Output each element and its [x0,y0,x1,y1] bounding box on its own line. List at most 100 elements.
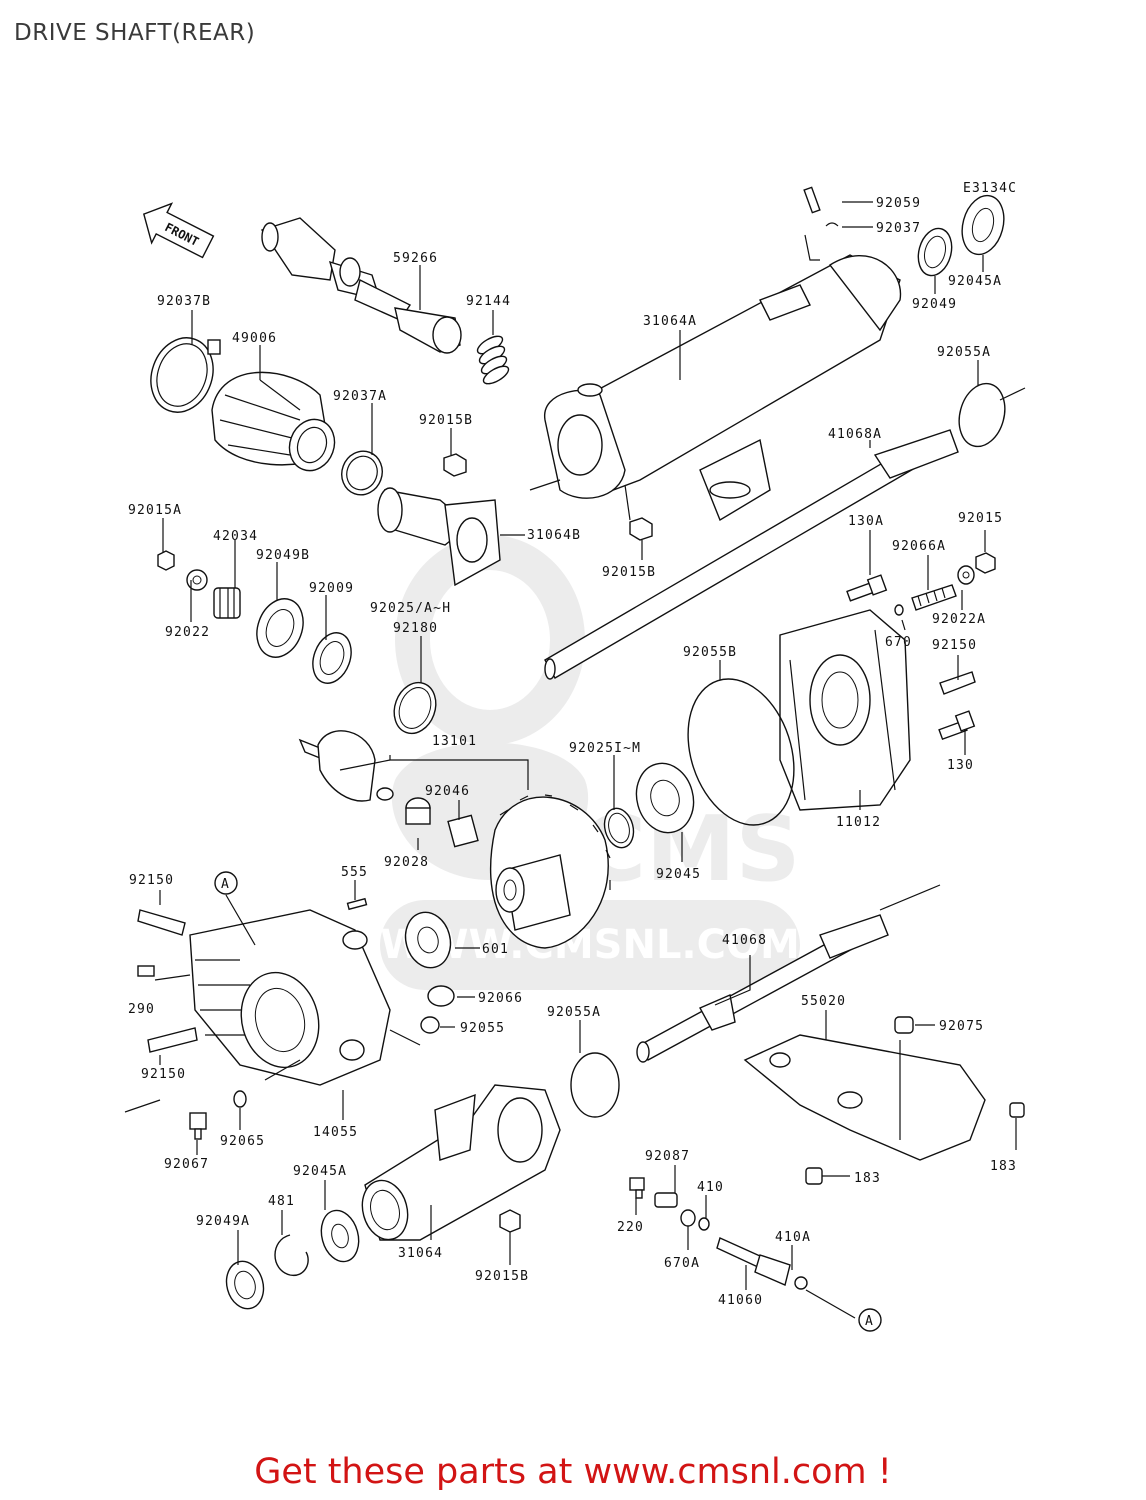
label-92015B-c: 92015B [475,1269,529,1284]
label-13101: 13101 [432,734,477,749]
footer-link[interactable]: Get these parts at www.cmsnl.com ! [254,1452,892,1492]
label-92059: 92059 [876,196,921,211]
part-41060-gear-shaft [716,1237,791,1286]
label-92045A-top: 92045A [948,274,1002,289]
label-92144: 92144 [466,294,511,309]
part-92028-bushing [405,797,431,825]
part-92144-spring [476,335,510,385]
label-481: 481 [268,1194,295,1209]
part-92045-bearing [635,762,695,834]
part-92037-clip [825,222,839,227]
part-49006-boot [211,371,336,472]
label-130: 130 [947,758,974,773]
label-92067: 92067 [164,1157,209,1172]
part-130-bolt [938,710,976,741]
part-92055A-oring-mid [570,1052,620,1118]
label-92049A: 92049A [196,1214,250,1229]
part-92022A-washer [957,565,975,585]
label-92049: 92049 [912,297,957,312]
label-92025AH: 92025/A~H [370,601,451,616]
part-92066A-stud [911,584,957,611]
label-410A: 410A [775,1230,811,1245]
label-92045: 92045 [656,867,701,882]
part-555-pin [346,897,368,911]
label-92037B: 92037B [157,294,211,309]
part-92015B-nut-a [443,453,467,477]
leader-lines [124,201,1026,1319]
label-92055A-mid: 92055A [547,1005,601,1020]
label-55020: 55020 [801,994,846,1009]
label-92055: 92055 [460,1021,505,1036]
part-31064-housing [361,1084,561,1241]
label-410: 410 [697,1180,724,1195]
part-92066-plug [427,985,455,1007]
part-92037A-clamp [341,450,383,496]
label-130A: 130A [848,514,884,529]
part-92059-pin [803,186,821,214]
label-92037A: 92037A [333,389,387,404]
part-92150-stud-bottom [147,1027,198,1053]
label-92045A-bottom: 92045A [293,1164,347,1179]
label-670: 670 [885,635,912,650]
label-555: 555 [341,865,368,880]
label-41068A: 41068A [828,427,882,442]
part-220-bolt [629,1177,645,1199]
label-92150-right: 92150 [932,638,977,653]
diagram-code: E3134C [963,181,1017,196]
part-31064A-housing [544,234,902,522]
label-92037: 92037 [876,221,921,236]
part-410A-washer [794,1276,808,1290]
label-42034: 42034 [213,529,258,544]
label-31064B: 31064B [527,528,581,543]
label-14055: 14055 [313,1125,358,1140]
part-59266-cv-joint [260,217,462,354]
part-92015B-nut-c [499,1209,521,1233]
label-220: 220 [617,1220,644,1235]
part-290-plug [137,965,155,977]
part-92055-oring [420,1016,440,1034]
part-92049A-seal [225,1260,265,1310]
label-92015B-b: 92015B [602,565,656,580]
part-92150-stud-top [137,909,186,936]
part-labels: 59266 92144 92037B 49006 92037A 92015B 3… [128,196,1016,1308]
label-92025IM: 92025I~M [569,741,641,756]
part-92065-washer [233,1090,247,1108]
part-41068A-axle-shaft [544,429,959,680]
label-92015: 92015 [958,511,1003,526]
label-92022A: 92022A [932,612,986,627]
part-92055B-oring [687,678,795,826]
label-92066A: 92066A [892,539,946,554]
part-92045A-bearing-top [961,194,1005,256]
part-13101-ring-gear [489,794,611,949]
label-183-mid: 183 [854,1171,881,1186]
part-92015A-nut [157,550,175,571]
part-13101-pinion-gear [298,730,394,802]
part-41068-drive-shaft [636,914,889,1063]
label-92087: 92087 [645,1149,690,1164]
part-92009-collar [312,632,352,684]
label-92009: 92009 [309,581,354,596]
label-92015B-a: 92015B [419,413,473,428]
part-92055A-oring-top [958,382,1006,448]
part-670A-oring [680,1209,696,1227]
label-92055A-top: 92055A [937,345,991,360]
reference-circle-a-left: A [214,871,238,895]
front-arrow-icon: FRONT [142,202,215,259]
part-92075-plug [894,1016,914,1034]
label-49006: 49006 [232,331,277,346]
part-92049-seal [917,227,953,277]
part-55020-guard [743,1034,986,1161]
part-92067-bolt [189,1112,207,1140]
label-601: 601 [482,942,509,957]
label-92055B: 92055B [683,645,737,660]
label-92150-bottom: 92150 [141,1067,186,1082]
part-670-washer [894,604,904,616]
label-59266: 59266 [393,251,438,266]
part-92045A-bearing-bottom [320,1209,360,1263]
label-92150-top: 92150 [129,873,174,888]
label-31064: 31064 [398,1246,443,1261]
part-31064B-housing-tube [377,487,501,587]
label-11012: 11012 [836,815,881,830]
part-92150-stud-right [939,671,976,695]
part-183-bolt-right [1009,1102,1025,1118]
